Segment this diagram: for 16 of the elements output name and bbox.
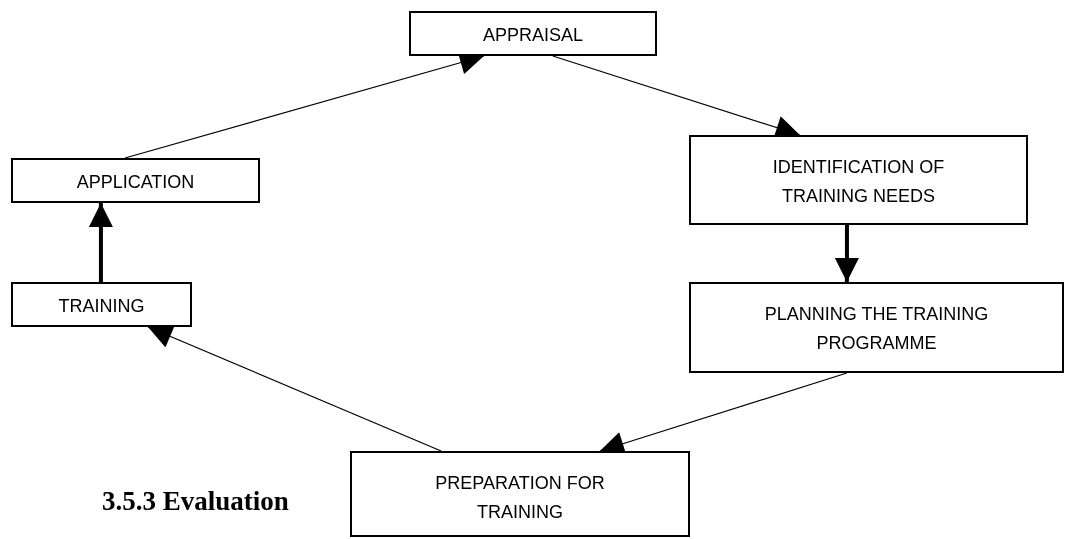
process-box	[689, 282, 1064, 373]
arrow	[834, 225, 859, 282]
process-box	[11, 158, 260, 203]
box-label: TRAINING	[58, 295, 145, 318]
arrow	[147, 325, 442, 452]
box-label: PLANNING THE TRAINING PROGRAMME	[763, 303, 990, 355]
box-label: PREPARATION FOR TRAINING	[434, 472, 606, 524]
box-label: IDENTIFICATION OF TRAINING NEEDS	[771, 156, 946, 208]
process-box	[11, 282, 192, 327]
process-box	[689, 135, 1028, 225]
process-box	[350, 451, 690, 537]
process-box	[409, 11, 657, 56]
arrow	[88, 203, 113, 282]
section-heading: 3.5.3 Evaluation	[102, 488, 289, 515]
box-label: APPRAISAL	[482, 24, 583, 47]
box-label: APPLICATION	[76, 171, 195, 194]
